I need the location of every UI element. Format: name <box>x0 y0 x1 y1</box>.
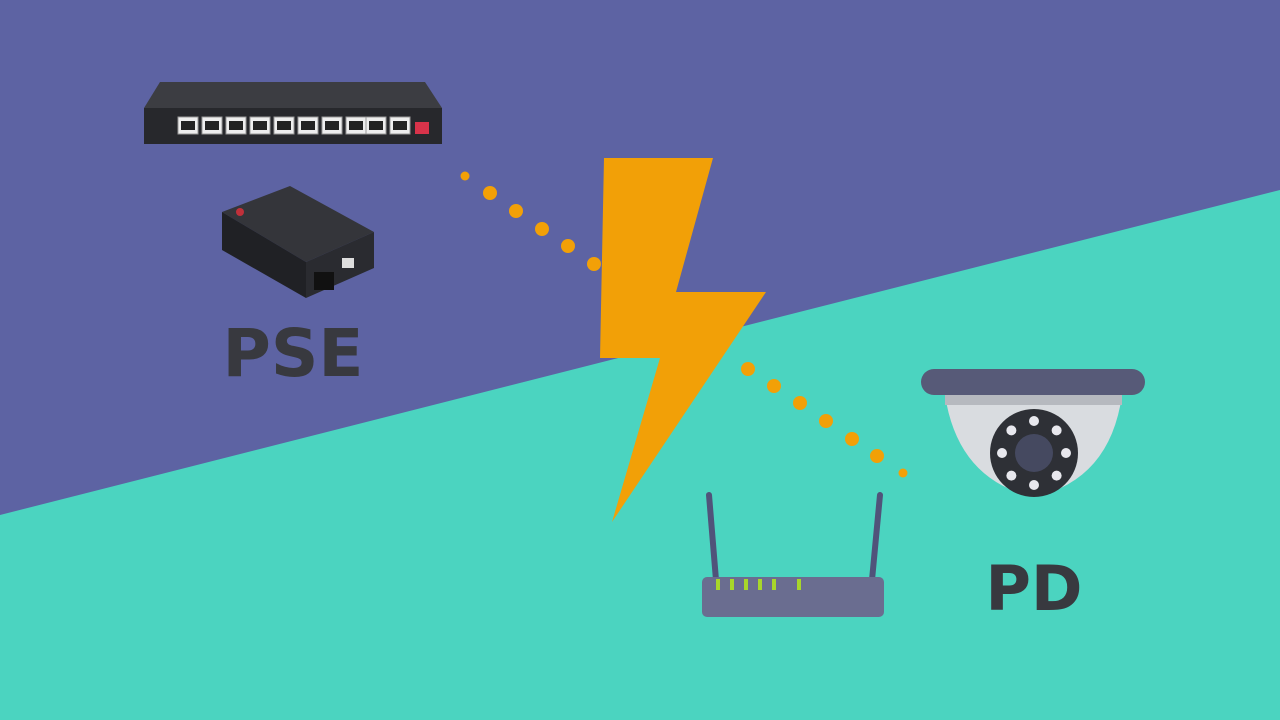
power-dot <box>898 468 908 478</box>
power-dot <box>845 432 859 446</box>
power-dot <box>483 186 497 200</box>
power-dot <box>870 449 884 463</box>
wifi-router-icon <box>702 492 884 617</box>
power-dot <box>741 362 755 376</box>
power-dot <box>509 204 523 218</box>
ir-led <box>1006 470 1017 481</box>
ir-led <box>1029 416 1039 426</box>
power-dot <box>767 379 781 393</box>
ir-led <box>1051 425 1062 436</box>
power-dot <box>460 171 470 181</box>
power-flow-dots <box>460 171 908 478</box>
power-dot <box>561 239 575 253</box>
power-dot <box>587 257 601 271</box>
media-converter-icon <box>222 186 374 298</box>
pd-label: PD <box>986 552 1083 625</box>
lightning-bolt-icon <box>600 158 766 522</box>
ir-led <box>1006 425 1017 436</box>
pse-label: PSE <box>223 315 364 392</box>
dome-camera-icon <box>921 369 1145 497</box>
ir-led <box>1051 470 1062 481</box>
ir-led <box>1029 480 1039 490</box>
poe-switch-icon <box>144 82 442 144</box>
power-dot <box>793 396 807 410</box>
power-dot <box>819 414 833 428</box>
ir-led <box>997 448 1007 458</box>
ir-led <box>1061 448 1071 458</box>
power-dot <box>535 222 549 236</box>
